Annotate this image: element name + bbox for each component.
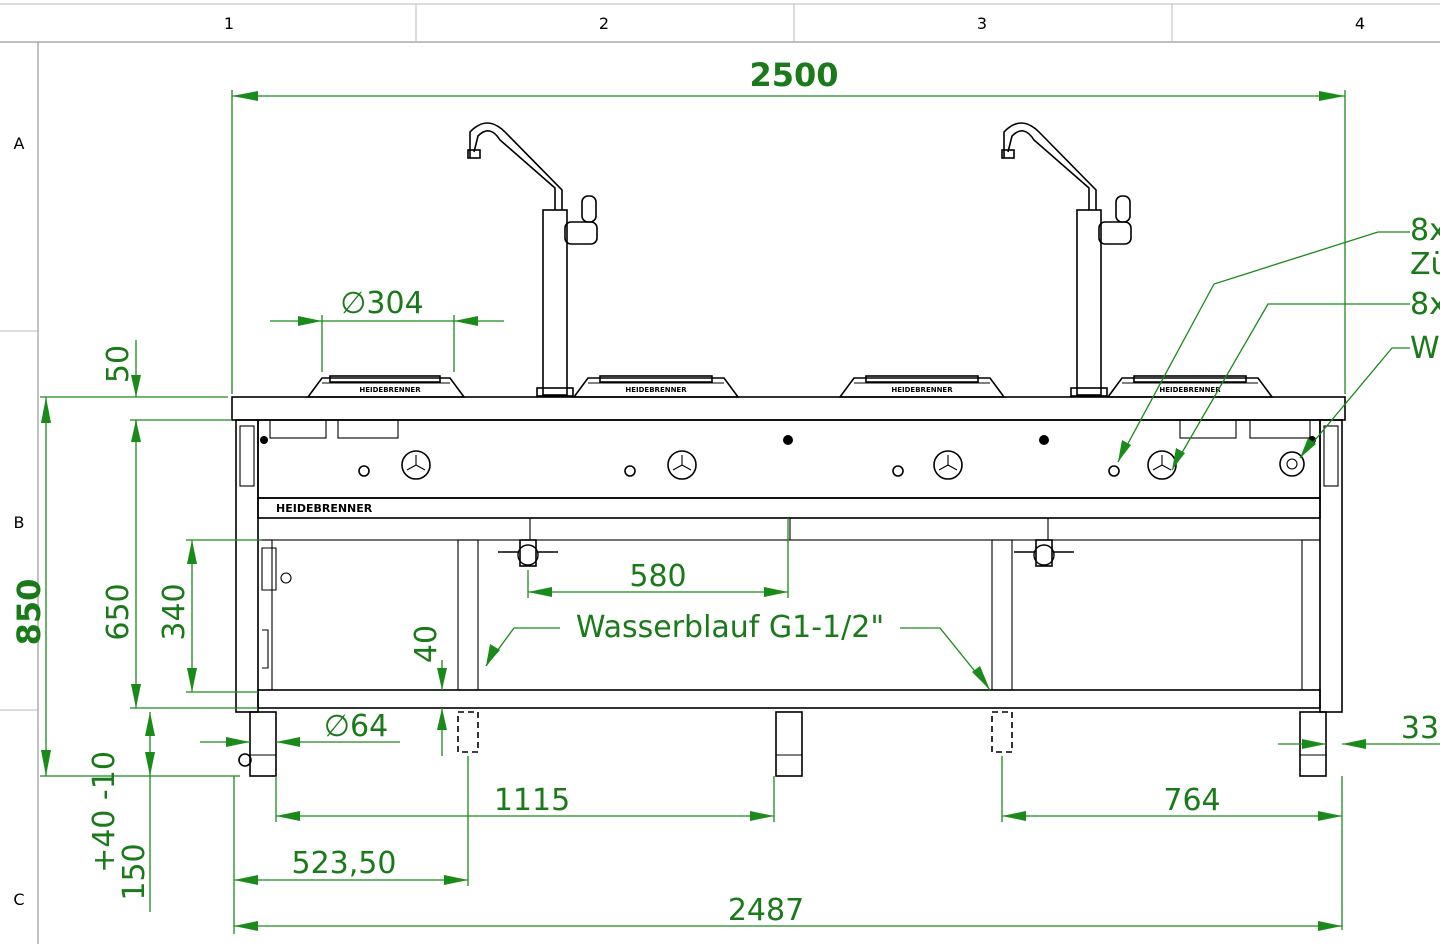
dim-foot-height: 150 [117, 843, 152, 900]
wok-burner-2: HEIDEBRENNER [572, 375, 740, 398]
dim-leg-span-left: 1115 [494, 783, 570, 818]
column-label-1: 1 [224, 14, 234, 33]
column-label-3: 3 [977, 14, 987, 33]
dim-foot-tolerance: +40 -10 [87, 751, 122, 873]
water-tap-right [1001, 122, 1132, 397]
drain-valve-right [1014, 539, 1074, 567]
dim-rail-gap: 40 [409, 625, 444, 663]
row-label-b: B [14, 513, 25, 532]
cooker-outline: HEIDEBRENNER HEIDEBRENNER HEIDEBRENNER H… [231, 122, 1346, 777]
callout-tap-line1: 8x [1410, 287, 1440, 322]
wok-burner-4: HEIDEBRENNER [1106, 375, 1274, 398]
dim-burner-diameter: ∅304 [340, 286, 423, 321]
dim-top-edge: 50 [101, 345, 136, 383]
leg-2 [457, 711, 479, 753]
dimension-layer: 2500 ∅304 850 50 650 340 [10, 56, 1440, 934]
row-label-c: C [13, 890, 24, 909]
dim-leg-span-right: 764 [1163, 783, 1220, 818]
dim-overall-width: 2500 [749, 56, 838, 94]
burner-brand-3: HEIDEBRENNER [891, 386, 953, 394]
callout-ignition-line2: Zü [1410, 247, 1440, 282]
column-label-4: 4 [1355, 14, 1365, 33]
wok-burner-3: HEIDEBRENNER [838, 375, 1006, 398]
worktop [231, 396, 1346, 421]
column-label-2: 2 [599, 14, 609, 33]
dim-drain-height: 340 [157, 583, 192, 640]
dim-leg-overall: 2487 [728, 893, 804, 928]
burner-brand-2: HEIDEBRENNER [625, 386, 687, 394]
row-label-a: A [14, 134, 25, 153]
dim-front-height: 650 [101, 583, 136, 640]
leg-1 [238, 711, 277, 777]
drawing-frame: 1 2 3 4 A B C [0, 3, 1440, 944]
front-brand-label: HEIDEBRENNER [276, 502, 373, 515]
water-tap-left [467, 122, 598, 397]
dim-leg-offset: 523,50 [292, 846, 397, 881]
callout-valve-line1: W [1410, 331, 1440, 366]
wok-burner-1: HEIDEBRENNER [306, 375, 466, 398]
burner-brand-1: HEIDEBRENNER [359, 386, 421, 394]
lower-rail [257, 689, 1321, 709]
dim-drain-spacing: 580 [629, 559, 686, 594]
callout-ignition-line1: 8x [1410, 213, 1440, 248]
dim-overall-height: 850 [10, 579, 48, 646]
dim-side-offset: 33 [1401, 711, 1439, 746]
callout-drain: Wasserblauf G1-1/2" [576, 610, 884, 645]
leg-3 [775, 711, 803, 777]
dim-leg-diameter: ∅64 [324, 709, 388, 744]
drain-valve-left [498, 539, 558, 567]
burner-brand-4: HEIDEBRENNER [1159, 386, 1221, 394]
front-panel [257, 419, 1321, 499]
leg-4 [991, 711, 1013, 753]
